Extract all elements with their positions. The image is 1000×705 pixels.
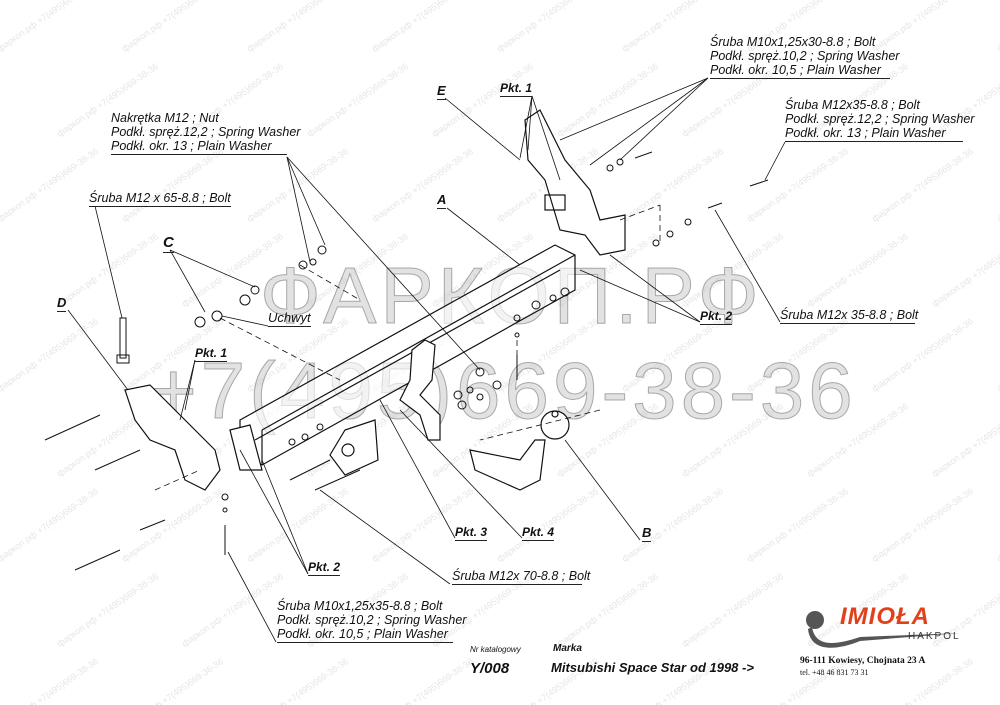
- model-year: od 1998 ->: [690, 660, 754, 675]
- vehicle-model: Mitsubishi Space Star: [551, 660, 687, 675]
- letter-e: E: [437, 83, 446, 100]
- callout-line: Śruba M10x1,25x35-8.8 ; Bolt: [277, 599, 443, 613]
- label-uchwyt: Uchwyt: [268, 310, 311, 327]
- pkt2-bottom: Pkt. 2: [308, 560, 341, 576]
- right-bracket: [524, 109, 626, 256]
- letter-c: C: [163, 234, 174, 253]
- company-tel: tel. +48 46 831 73 31: [800, 668, 869, 677]
- callout-bolt-m10x35: Śruba M10x1,25x35-8.8 ; Bolt Podkł. sprę…: [277, 599, 466, 643]
- callout-line: Śruba M12x35-8.8 ; Bolt: [785, 98, 920, 112]
- leader-lines: [67, 77, 786, 643]
- letter-b: B: [642, 525, 652, 542]
- catalog-label: Nr katalogowy: [470, 645, 521, 654]
- callout-line: Podkł. okr. 13 ; Plain Washer: [111, 139, 287, 155]
- company-address: 96-111 Kowiesy, Chojnata 23 A: [800, 656, 926, 666]
- bolts: [44, 151, 769, 571]
- pkt1-left: Pkt. 1: [195, 346, 228, 362]
- catalog-number: Y/008: [470, 660, 510, 677]
- company-logo: IMIOŁA HAKPOL: [800, 603, 970, 655]
- callout-line: Nakrętka M12 ; Nut: [111, 111, 219, 125]
- callout-line: Podkł. spręż.10,2 ; Spring Washer: [710, 49, 900, 63]
- tow-ball: [469, 410, 570, 491]
- washers-and-nuts: [194, 158, 692, 513]
- crossbar-beam: [239, 244, 576, 466]
- pkt4: Pkt. 4: [522, 525, 555, 541]
- callout-line: Podkł. spręż.12,2 ; Spring Washer: [785, 112, 975, 126]
- callout-line: Śruba M10x1,25x30-8.8 ; Bolt: [710, 35, 876, 49]
- callout-line: Podkł. okr. 10,5 ; Plain Washer: [277, 627, 453, 643]
- callout-bolt-m12x65: Śruba M12 x 65-8.8 ; Bolt: [89, 191, 231, 207]
- callout-nut-m12: Nakrętka M12 ; Nut Podkł. spręż.12,2 ; S…: [111, 111, 300, 155]
- left-bracket: [124, 384, 263, 491]
- pkt1-top: Pkt. 1: [500, 81, 533, 97]
- logo-sub: HAKPOL: [908, 631, 961, 642]
- callout-line: Podkł. okr. 13 ; Plain Washer: [785, 126, 963, 142]
- callout-bolt-m12x35: Śruba M12x 35-8.8 ; Bolt: [780, 308, 919, 324]
- tow-hook-logo-icon: [806, 611, 960, 648]
- letter-d: D: [57, 295, 67, 312]
- brand-label: Marka: [553, 643, 582, 654]
- letter-a: A: [437, 192, 447, 209]
- callout-bolt-m10x30: Śruba M10x1,25x30-8.8 ; Bolt Podkł. sprę…: [710, 35, 899, 79]
- callout-bolt-m12x35-top: Śruba M12x35-8.8 ; Bolt Podkł. spręż.12,…: [785, 98, 974, 142]
- logo-wordmark: IMIOŁA: [840, 603, 930, 630]
- socket-plate: [329, 419, 379, 476]
- center-bracket: [399, 339, 441, 441]
- pkt3: Pkt. 3: [455, 525, 488, 541]
- callout-line: Podkł. spręż.12,2 ; Spring Washer: [111, 125, 301, 139]
- callout-line: Podkł. okr. 10,5 ; Plain Washer: [710, 63, 890, 79]
- pkt2-right: Pkt. 2: [700, 309, 733, 325]
- assembly-lines: [154, 204, 661, 491]
- callout-bolt-m12x70: Śruba M12x 70-8.8 ; Bolt: [452, 569, 591, 585]
- callout-line: Podkł. spręż.10,2 ; Spring Washer: [277, 613, 467, 627]
